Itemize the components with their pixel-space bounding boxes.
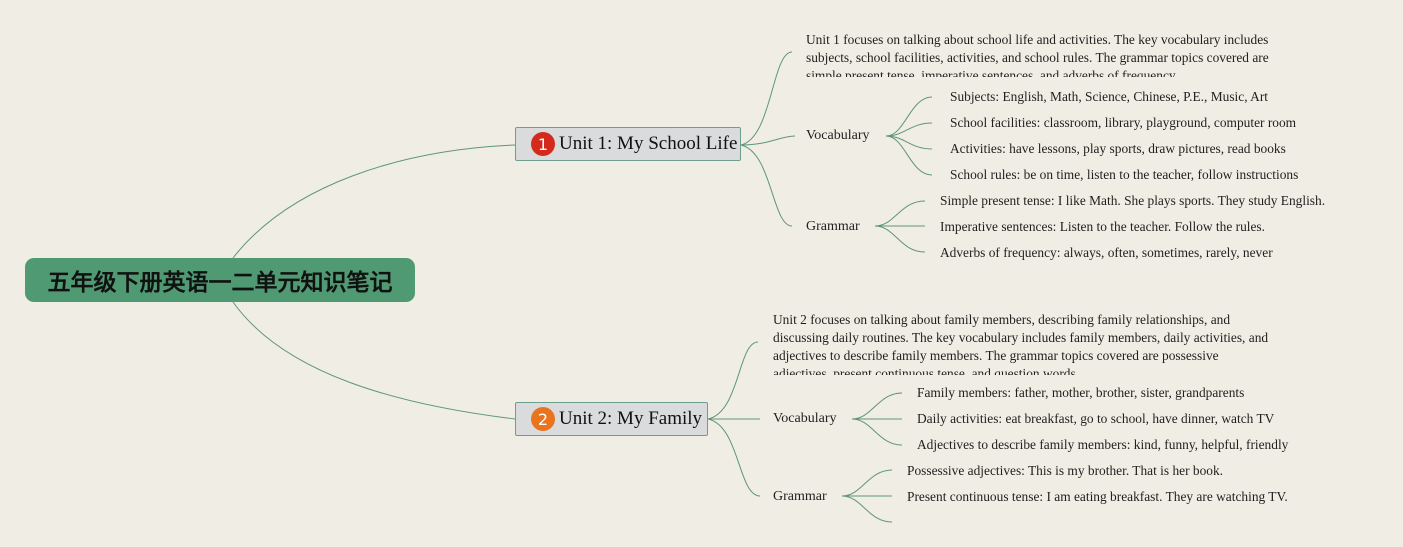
unit-1-vocab-item[interactable]: School rules: be on time, listen to the … bbox=[950, 167, 1299, 182]
link-gram2-leaf1 bbox=[841, 469, 893, 497]
unit-1-vocab-item[interactable]: Activities: have lessons, play sports, d… bbox=[950, 141, 1286, 156]
priority-2-icon: 2 bbox=[531, 407, 555, 431]
link-unit2-summary bbox=[707, 341, 759, 420]
link-vocab1-leaf1 bbox=[885, 96, 933, 137]
unit-1-grammar-label[interactable]: Grammar bbox=[806, 219, 860, 234]
unit-1-vocab-item[interactable]: School facilities: classroom, library, p… bbox=[950, 115, 1297, 130]
unit-1-grammar-item[interactable]: Imperative sentences: Listen to the teac… bbox=[940, 219, 1265, 234]
priority-1-icon: 1 bbox=[531, 132, 555, 156]
link-vocab2-leaf3 bbox=[851, 418, 903, 446]
link-root-unit1 bbox=[232, 144, 516, 259]
link-unit1-vocab bbox=[740, 135, 796, 146]
unit-1-summary[interactable]: Unit 1 focuses on talking about school l… bbox=[806, 32, 1269, 77]
unit-2-grammar-item[interactable]: Possessive adjectives: This is my brothe… bbox=[907, 463, 1224, 478]
link-gram1-leaf3 bbox=[874, 225, 926, 253]
link-gram2-leaf3 bbox=[841, 495, 893, 523]
link-vocab1-leaf2 bbox=[885, 122, 933, 137]
link-root-unit2 bbox=[232, 301, 516, 420]
unit-1-vocab-item[interactable]: Subjects: English, Math, Science, Chines… bbox=[950, 89, 1268, 104]
link-vocab1-leaf4 bbox=[885, 135, 933, 176]
unit-2-vocabulary-label[interactable]: Vocabulary bbox=[773, 411, 837, 426]
unit-1-title: Unit 1: My School Life bbox=[559, 133, 738, 154]
root-title: 五年级下册英语一二单元知识笔记 bbox=[47, 270, 393, 296]
unit-1-topic[interactable]: 1 Unit 1: My School Life bbox=[515, 127, 741, 161]
link-gram1-leaf1 bbox=[874, 200, 926, 227]
unit-2-vocab-item[interactable]: Adjectives to describe family members: k… bbox=[917, 437, 1289, 452]
unit-1-vocabulary-label[interactable]: Vocabulary bbox=[806, 128, 870, 143]
unit-2-grammar-label[interactable]: Grammar bbox=[773, 489, 827, 504]
unit-2-title: Unit 2: My Family bbox=[559, 408, 703, 429]
root-topic[interactable]: 五年级下册英语一二单元知识笔记 bbox=[25, 258, 415, 302]
unit-1-grammar-item[interactable]: Simple present tense: I like Math. She p… bbox=[940, 193, 1326, 208]
unit-2-vocab-item[interactable]: Family members: father, mother, brother,… bbox=[917, 385, 1245, 400]
unit-2-topic[interactable]: 2 Unit 2: My Family bbox=[515, 402, 708, 436]
link-unit1-grammar bbox=[740, 144, 793, 227]
link-vocab2-leaf1 bbox=[851, 392, 903, 420]
unit-1-grammar-item[interactable]: Adverbs of frequency: always, often, som… bbox=[940, 245, 1273, 260]
link-unit2-grammar bbox=[707, 418, 761, 497]
unit-2-grammar-item[interactable]: Present continuous tense: I am eating br… bbox=[907, 489, 1288, 504]
unit-2-vocab-item[interactable]: Daily activities: eat breakfast, go to s… bbox=[917, 411, 1275, 426]
unit-2-summary[interactable]: Unit 2 focuses on talking about family m… bbox=[773, 312, 1269, 375]
link-unit1-summary bbox=[740, 51, 793, 146]
